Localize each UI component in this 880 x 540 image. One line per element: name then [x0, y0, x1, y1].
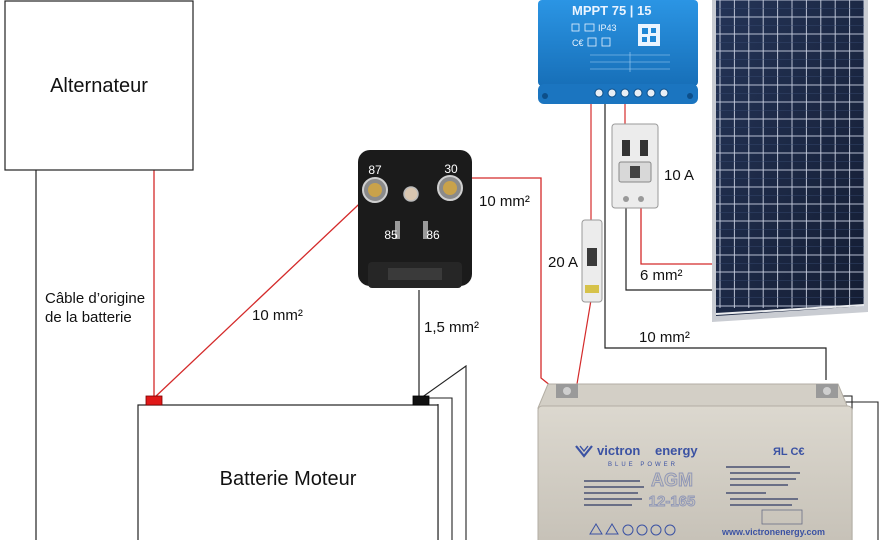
panel-negative-wire: [625, 208, 712, 291]
engine-battery-positive-terminal: [145, 395, 163, 406]
panel-positive-wire: [640, 208, 712, 265]
engine-battery-negative-terminal: [412, 395, 430, 406]
battery-cert-icon: ЯL C€: [773, 446, 805, 458]
battery-website: www.victronenergy.com: [721, 527, 825, 537]
relay-label-85: 85: [384, 228, 398, 242]
service-battery: victron energy BLUE POWER AGM 12-165 ЯL …: [537, 383, 853, 540]
relay-label-30: 30: [444, 162, 458, 176]
relay-label-86: 86: [426, 228, 440, 242]
battery-model: 12-165: [649, 493, 696, 510]
wire-label-panel: 6 mm²: [640, 267, 683, 284]
wire-label-alt-relay: 10 mm²: [252, 307, 303, 324]
relay-indicator: [403, 186, 419, 202]
engine-negative-wire-1: [420, 364, 467, 540]
relay-terminal-87: 87: [362, 163, 388, 203]
wire-label-mppt-service: 10 mm²: [639, 329, 690, 346]
relay-terminal-30: 30: [437, 162, 463, 201]
battery-spec-text-left: [584, 480, 644, 506]
mppt-battery-negative-wire: [604, 100, 827, 380]
mppt-ip-label: IP43: [598, 23, 617, 33]
breaker-20a-label: 20 A: [548, 254, 578, 271]
battery-type: AGM: [651, 470, 693, 490]
relay-label-87: 87: [368, 163, 382, 177]
victron-logo-icon: [575, 445, 593, 458]
service-battery-positive-terminal: [556, 384, 578, 398]
mppt-terminals: [594, 88, 669, 98]
alternator-box: Alternateur: [4, 0, 194, 171]
wire-label-relay-coil: 1,5 mm²: [424, 319, 479, 336]
battery-spec-text-right: [726, 466, 800, 506]
breaker-10a: [611, 123, 659, 209]
cable-note-line2: de la batterie: [45, 309, 132, 326]
solar-panel: [712, 0, 868, 322]
alternator-label: Alternateur: [50, 75, 148, 97]
cable-note-line1: Câble d’origine: [45, 290, 145, 307]
svg-text:C€: C€: [572, 38, 584, 48]
battery-warning-icons: [589, 523, 676, 536]
relay-87-wire: [153, 189, 375, 399]
service-battery-negative-terminal: [816, 384, 838, 398]
mppt-controller: MPPT 75 | 15 IP43 C€: [538, 0, 698, 104]
service-negative-right-wire-2: [834, 401, 879, 540]
battery-brand-sub: BLUE POWER: [608, 462, 678, 468]
battery-brand: victron: [597, 443, 640, 458]
breaker-20a: [581, 219, 603, 303]
mppt-model-label: MPPT 75 | 15: [572, 3, 652, 18]
wire-label-relay-service: 10 mm²: [479, 193, 530, 210]
mppt-qr-code: [638, 24, 660, 46]
engine-negative-wire-2: [425, 397, 453, 540]
breaker-to-battery-wire: [574, 299, 592, 397]
relay: 87 30 85 86: [358, 150, 472, 288]
battery-brand-2: energy: [655, 443, 698, 458]
engine-battery-label: Batterie Moteur: [220, 468, 357, 490]
engine-battery: Batterie Moteur: [137, 395, 439, 540]
breaker-10a-label: 10 A: [664, 167, 694, 184]
